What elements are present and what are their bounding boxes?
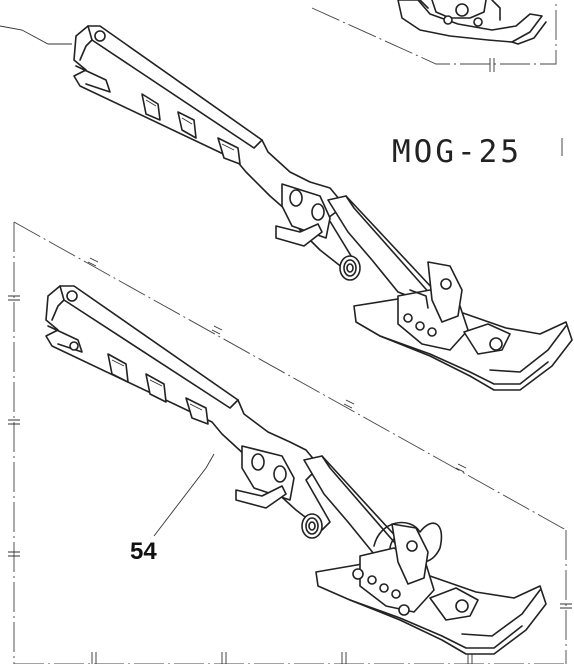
- callout-54: 54: [130, 538, 157, 565]
- leader-line-top: [0, 25, 72, 45]
- presser-foot-assembly-lower: [45, 285, 547, 655]
- leader-line-54: [153, 453, 215, 537]
- inset-foot-top: [311, 0, 557, 72]
- presser-foot-assembly-upper: [73, 25, 573, 391]
- model-label: MOG-25: [392, 134, 522, 170]
